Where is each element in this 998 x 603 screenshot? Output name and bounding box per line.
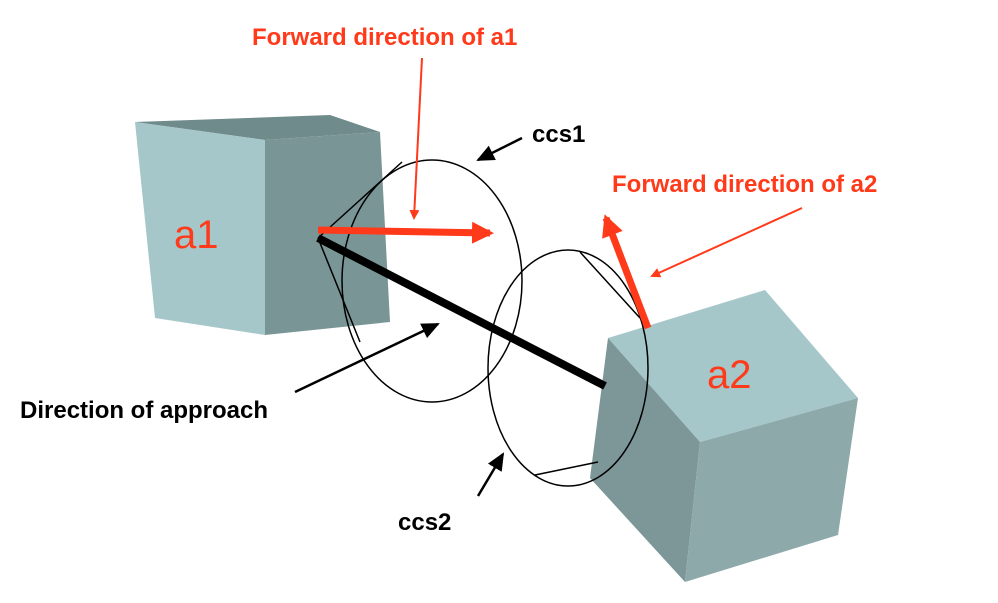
- ccs1-cone: [317, 159, 523, 403]
- forward-arrow-a1: [317, 221, 494, 244]
- agent-a2-cube: [590, 290, 858, 582]
- cube-a1-front: [135, 122, 265, 335]
- ccs2-cone-upper-line: [579, 251, 641, 319]
- callout-arrow-approach: [294, 322, 440, 394]
- ccs1-cone-lower-line: [317, 237, 361, 343]
- callout-arrow-ccs1: [476, 136, 523, 162]
- callout-arrow-forward-a2: [650, 207, 803, 278]
- cube-a1-top: [135, 115, 380, 140]
- ccs2-ellipse: [487, 249, 649, 487]
- callout-arrow-ccs2: [476, 452, 505, 497]
- label-ccs2: ccs2: [398, 509, 451, 536]
- ccs2-cone-lower-line: [534, 461, 599, 476]
- ccs2-cone: [487, 249, 649, 487]
- approach-line: [316, 234, 607, 390]
- label-forward-a2: Forward direction of a2: [612, 171, 877, 198]
- ccs1-ellipse: [341, 159, 523, 403]
- cube-a2-left: [590, 338, 700, 582]
- cube-a2-top: [608, 290, 858, 442]
- forward-arrow-a2: [602, 214, 652, 330]
- label-ccs1: ccs1: [532, 121, 585, 148]
- label-direction-of-approach: Direction of approach: [20, 397, 268, 424]
- label-forward-a1: Forward direction of a1: [252, 24, 517, 51]
- agent-a2-label: a2: [707, 353, 752, 397]
- agent-a1-label: a1: [174, 213, 219, 257]
- cube-a2-right: [685, 398, 858, 582]
- callout-arrow-forward-a1: [409, 57, 423, 220]
